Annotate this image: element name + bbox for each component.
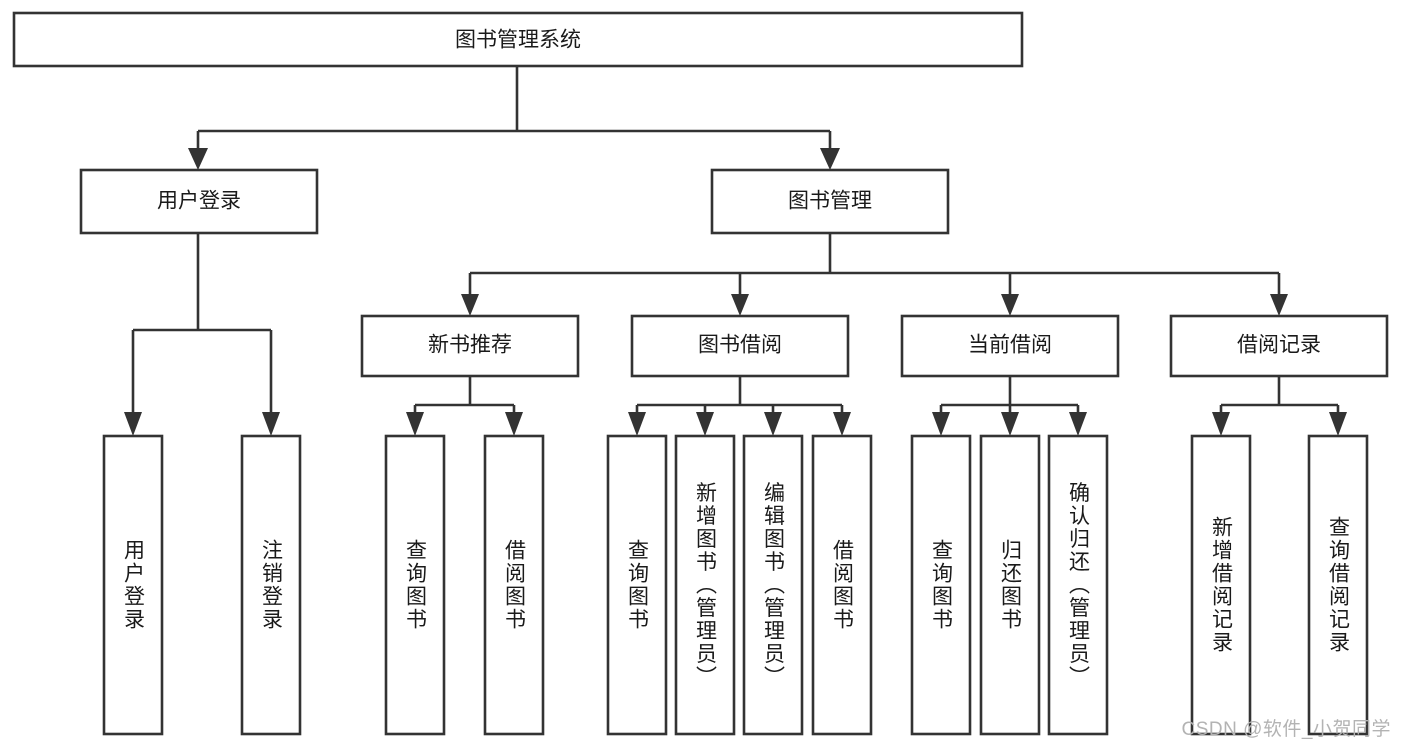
leaf-borrow-borrow-book-label: 借阅图书 [831, 539, 855, 631]
leaf-borrow-edit-book-label: 编辑图书（管理员） [762, 482, 786, 689]
leaf-borrow-edit-book[interactable]: 编辑图书（管理员） [742, 434, 804, 736]
node-book-borrow[interactable]: 图书借阅 [630, 314, 850, 378]
arrowhead-current-leaf-2 [1001, 412, 1019, 436]
arrowhead-record-leaf-2 [1329, 412, 1347, 436]
leaf-newbook-query-label: 查询图书 [404, 539, 428, 631]
csdn-watermark: CSDN @软件_小贺同学 [1181, 719, 1391, 740]
leaf-borrow-add-book-label: 新增图书（管理员） [694, 482, 718, 689]
node-current-borrow-box[interactable] [900, 314, 1120, 378]
leaf-user-login-logout[interactable]: 注销登录 [240, 434, 302, 736]
leaf-user-login-login-label: 用户登录 [122, 539, 146, 631]
node-borrow-record-label: 借阅记录 [1237, 334, 1321, 357]
leaf-borrow-edit-book-box[interactable] [742, 434, 804, 736]
arrowhead-borrow-leaf-2 [696, 412, 714, 436]
node-current-borrow[interactable]: 当前借阅 [900, 314, 1120, 378]
arrowhead-current-leaf-1 [932, 412, 950, 436]
node-book-management[interactable]: 图书管理 [710, 168, 950, 235]
leaf-user-login-logout-label: 注销登录 [260, 539, 284, 631]
node-user-login-box[interactable] [79, 168, 319, 235]
leaf-user-login-logout-box[interactable] [240, 434, 302, 736]
leaf-current-return-box[interactable] [979, 434, 1041, 736]
leaf-newbook-query[interactable]: 查询图书 [384, 434, 446, 736]
node-user-login-label: 用户登录 [157, 190, 241, 213]
arrowhead-root-to-user-login [188, 148, 208, 170]
arrowhead-user-login-leaf-1 [124, 412, 142, 436]
leaf-current-return-label: 归还图书 [999, 539, 1023, 631]
node-book-management-box[interactable] [710, 168, 950, 235]
arrowhead-borrow-leaf-1 [628, 412, 646, 436]
leaf-borrow-query-box[interactable] [606, 434, 668, 736]
arrowhead-book-mgmt-to-current [1001, 294, 1019, 316]
arrowhead-borrow-leaf-3 [764, 412, 782, 436]
leaf-borrow-query[interactable]: 查询图书 [606, 434, 668, 736]
node-book-management-label: 图书管理 [788, 190, 872, 213]
leaf-borrow-borrow-book[interactable]: 借阅图书 [811, 434, 873, 736]
connector-layer [124, 66, 1347, 436]
leaf-current-confirm-return-box[interactable] [1047, 434, 1109, 736]
leaf-current-confirm-return-label: 确认归还（管理员） [1067, 482, 1091, 689]
arrowhead-root-to-book-mgmt [820, 148, 840, 170]
node-user-login[interactable]: 用户登录 [79, 168, 319, 235]
leaf-user-login-login-box[interactable] [102, 434, 164, 736]
node-new-book-recommend[interactable]: 新书推荐 [360, 314, 580, 378]
leaf-record-add[interactable]: 新增借阅记录 [1190, 434, 1252, 736]
arrowhead-borrow-leaf-4 [833, 412, 851, 436]
node-root-box[interactable] [12, 11, 1024, 68]
arrowhead-user-login-leaf-2 [262, 412, 280, 436]
leaf-borrow-query-label: 查询图书 [626, 539, 650, 631]
leaf-current-query-label: 查询图书 [930, 539, 954, 631]
leaf-record-query-label: 查询借阅记录 [1327, 516, 1351, 654]
node-borrow-record[interactable]: 借阅记录 [1169, 314, 1389, 378]
leaf-borrow-borrow-book-box[interactable] [811, 434, 873, 736]
leaf-user-login-login[interactable]: 用户登录 [102, 434, 164, 736]
node-book-borrow-label: 图书借阅 [698, 334, 782, 357]
arrowhead-book-mgmt-to-newbook [461, 294, 479, 316]
leaf-current-return[interactable]: 归还图书 [979, 434, 1041, 736]
leaf-newbook-query-box[interactable] [384, 434, 446, 736]
node-root[interactable]: 图书管理系统 [12, 11, 1024, 68]
node-new-book-recommend-label: 新书推荐 [428, 334, 512, 357]
leaf-newbook-borrow-box[interactable] [483, 434, 545, 736]
leaf-current-query[interactable]: 查询图书 [910, 434, 972, 736]
leaf-record-query-box[interactable] [1307, 434, 1369, 736]
leaf-record-add-label: 新增借阅记录 [1210, 516, 1234, 654]
leaf-newbook-borrow[interactable]: 借阅图书 [483, 434, 545, 736]
leaf-newbook-borrow-label: 借阅图书 [503, 539, 527, 631]
leaf-record-query[interactable]: 查询借阅记录 [1307, 434, 1369, 736]
arrowhead-book-mgmt-to-borrow [731, 294, 749, 316]
leaf-record-add-box[interactable] [1190, 434, 1252, 736]
leaf-borrow-add-book-box[interactable] [674, 434, 736, 736]
node-current-borrow-label: 当前借阅 [968, 334, 1052, 357]
arrowhead-record-leaf-1 [1212, 412, 1230, 436]
leaf-current-confirm-return[interactable]: 确认归还（管理员） [1047, 434, 1109, 736]
node-root-label: 图书管理系统 [455, 29, 581, 52]
arrowhead-newbook-leaf-1 [406, 412, 424, 436]
node-borrow-record-box[interactable] [1169, 314, 1389, 378]
leaf-borrow-add-book[interactable]: 新增图书（管理员） [674, 434, 736, 736]
node-book-borrow-box[interactable] [630, 314, 850, 378]
arrowhead-newbook-leaf-2 [505, 412, 523, 436]
arrowhead-book-mgmt-to-record [1270, 294, 1288, 316]
leaf-current-query-box[interactable] [910, 434, 972, 736]
node-new-book-recommend-box[interactable] [360, 314, 580, 378]
arrowhead-current-leaf-3 [1069, 412, 1087, 436]
